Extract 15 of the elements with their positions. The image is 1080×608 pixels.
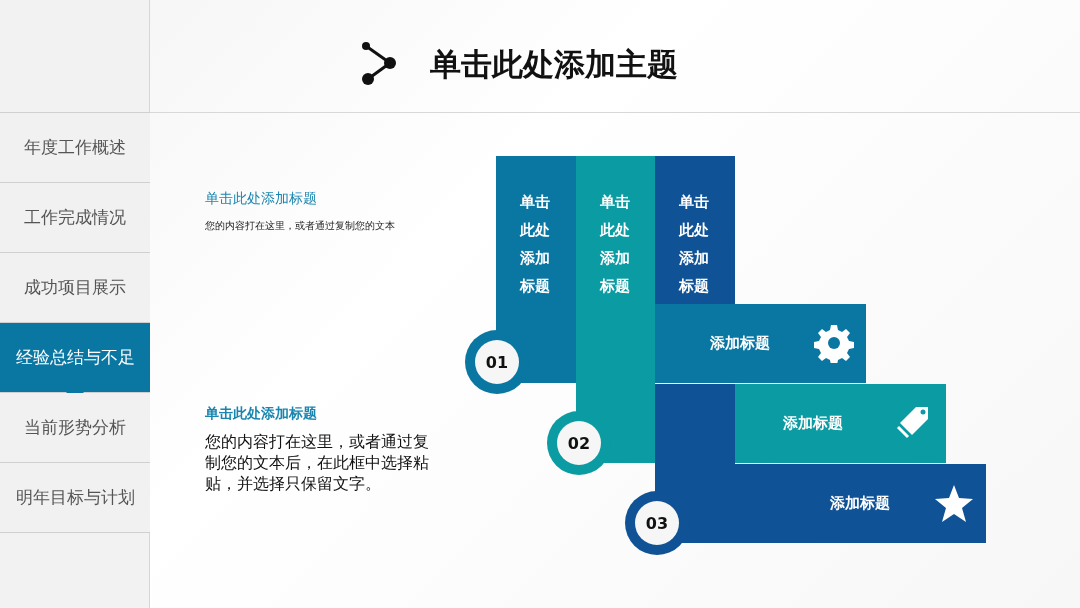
- band-segment: [655, 384, 735, 464]
- title: 单击此处添加主题: [430, 45, 678, 84]
- nav-item: 明年目标与计划: [0, 463, 150, 533]
- body-text: 您的内容打在这里，或者通过复制您的文本后，在此框中选择粘贴，并选择只保留文字。: [205, 431, 430, 494]
- nav-item: 成功项目展示: [0, 253, 150, 323]
- title-band: 添加标题: [735, 384, 946, 463]
- nav-item: 当前形势分析: [0, 393, 150, 463]
- column-band: 单击此处添加标题: [655, 156, 735, 304]
- nav-item: 工作完成情况: [0, 183, 150, 253]
- heading: 单击此处添加标题: [205, 190, 317, 208]
- nav-item: 经验总结与不足: [0, 323, 150, 393]
- title-band: 添加标题: [655, 304, 866, 383]
- heading: 单击此处添加标题: [205, 405, 317, 423]
- body-text: 您的内容打在这里，或者通过复制您的文本: [205, 219, 395, 233]
- nav-item: 年度工作概述: [0, 113, 150, 183]
